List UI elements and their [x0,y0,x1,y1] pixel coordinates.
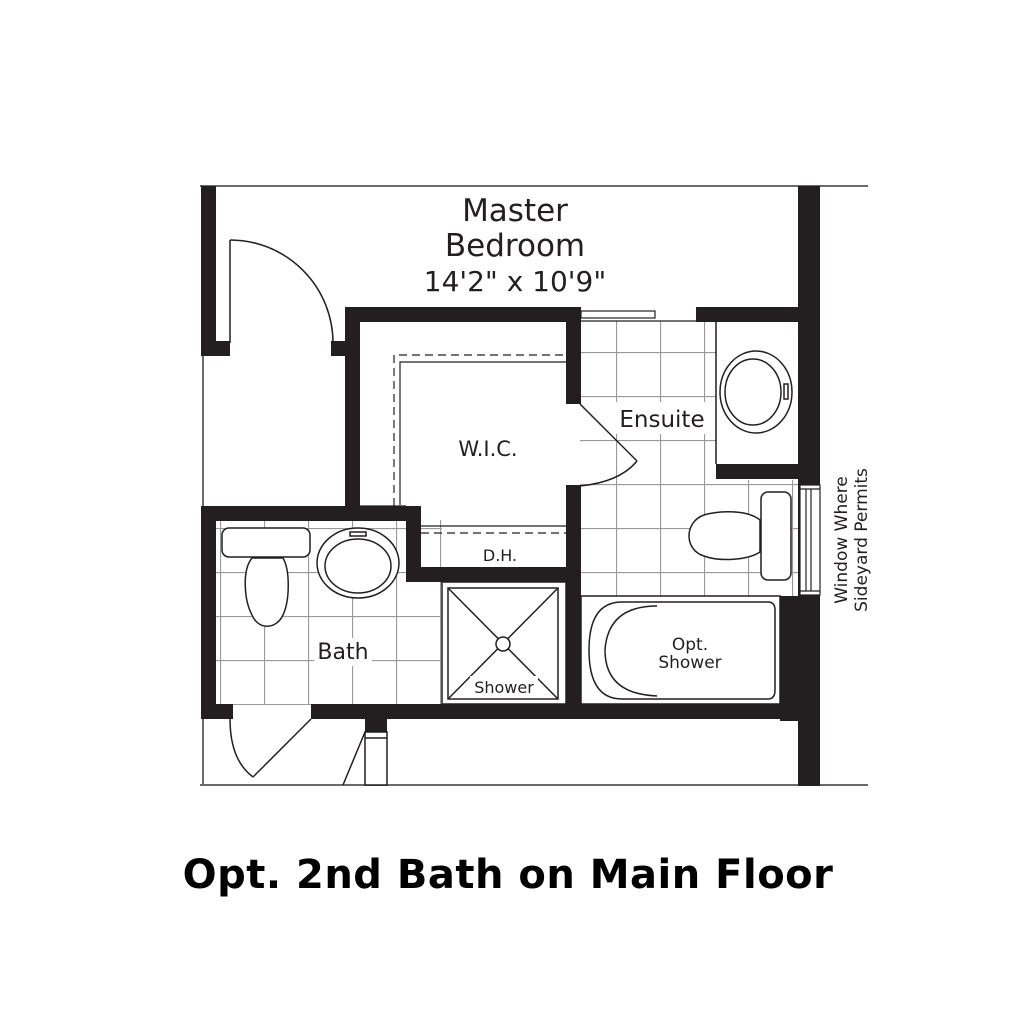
opt-shower-tub [580,595,781,705]
wic-label: W.I.C. [458,437,517,461]
ensuite-label: Ensuite [619,407,704,433]
bottom-wall [201,704,233,719]
plan-caption: Opt. 2nd Bath on Main Floor [182,852,834,898]
lower-door [229,718,388,786]
master-bedroom-dimensions: 14'2" x 10'9" [424,265,606,298]
dh-label: D.H. [483,546,517,565]
master-bedroom-label: Master [462,193,568,229]
wic-right-wall-upper [566,307,581,404]
shower-label-bg [470,676,538,696]
bath-label-bg [314,638,372,666]
wic-left-wall [345,307,360,507]
window-note: Window Where Sideyard Permits [832,468,872,612]
ensuite-sink [715,322,798,464]
shower-label: Shower [474,678,534,697]
top-window [580,310,696,322]
ensuite-door [579,403,638,487]
ensuite-tile-floor [580,321,716,596]
wic-shelving [360,354,566,534]
ensuite-toilet [688,491,792,581]
window-note-line1: Window Where [832,476,852,604]
opt-shower-label-2: Shower [658,653,721,673]
master-bedroom-label-2: Bedroom [445,228,585,264]
wic-top-wall [345,307,580,322]
bath-toilet [221,527,311,627]
bath-label: Bath [317,640,368,665]
dh-bottom-wall [406,567,581,582]
master-door [229,239,334,344]
ensuite-label-bg [616,402,708,434]
opt-shower-label-1: Opt. [672,635,708,655]
bath-top-wall [201,506,421,521]
wic-right-wall-lower [566,485,581,705]
side-window [799,484,821,596]
window-note-line2: Sideyard Permits [852,468,872,612]
bath-sink [316,527,400,599]
bath-shower-stall [441,581,567,705]
walls [201,186,820,786]
